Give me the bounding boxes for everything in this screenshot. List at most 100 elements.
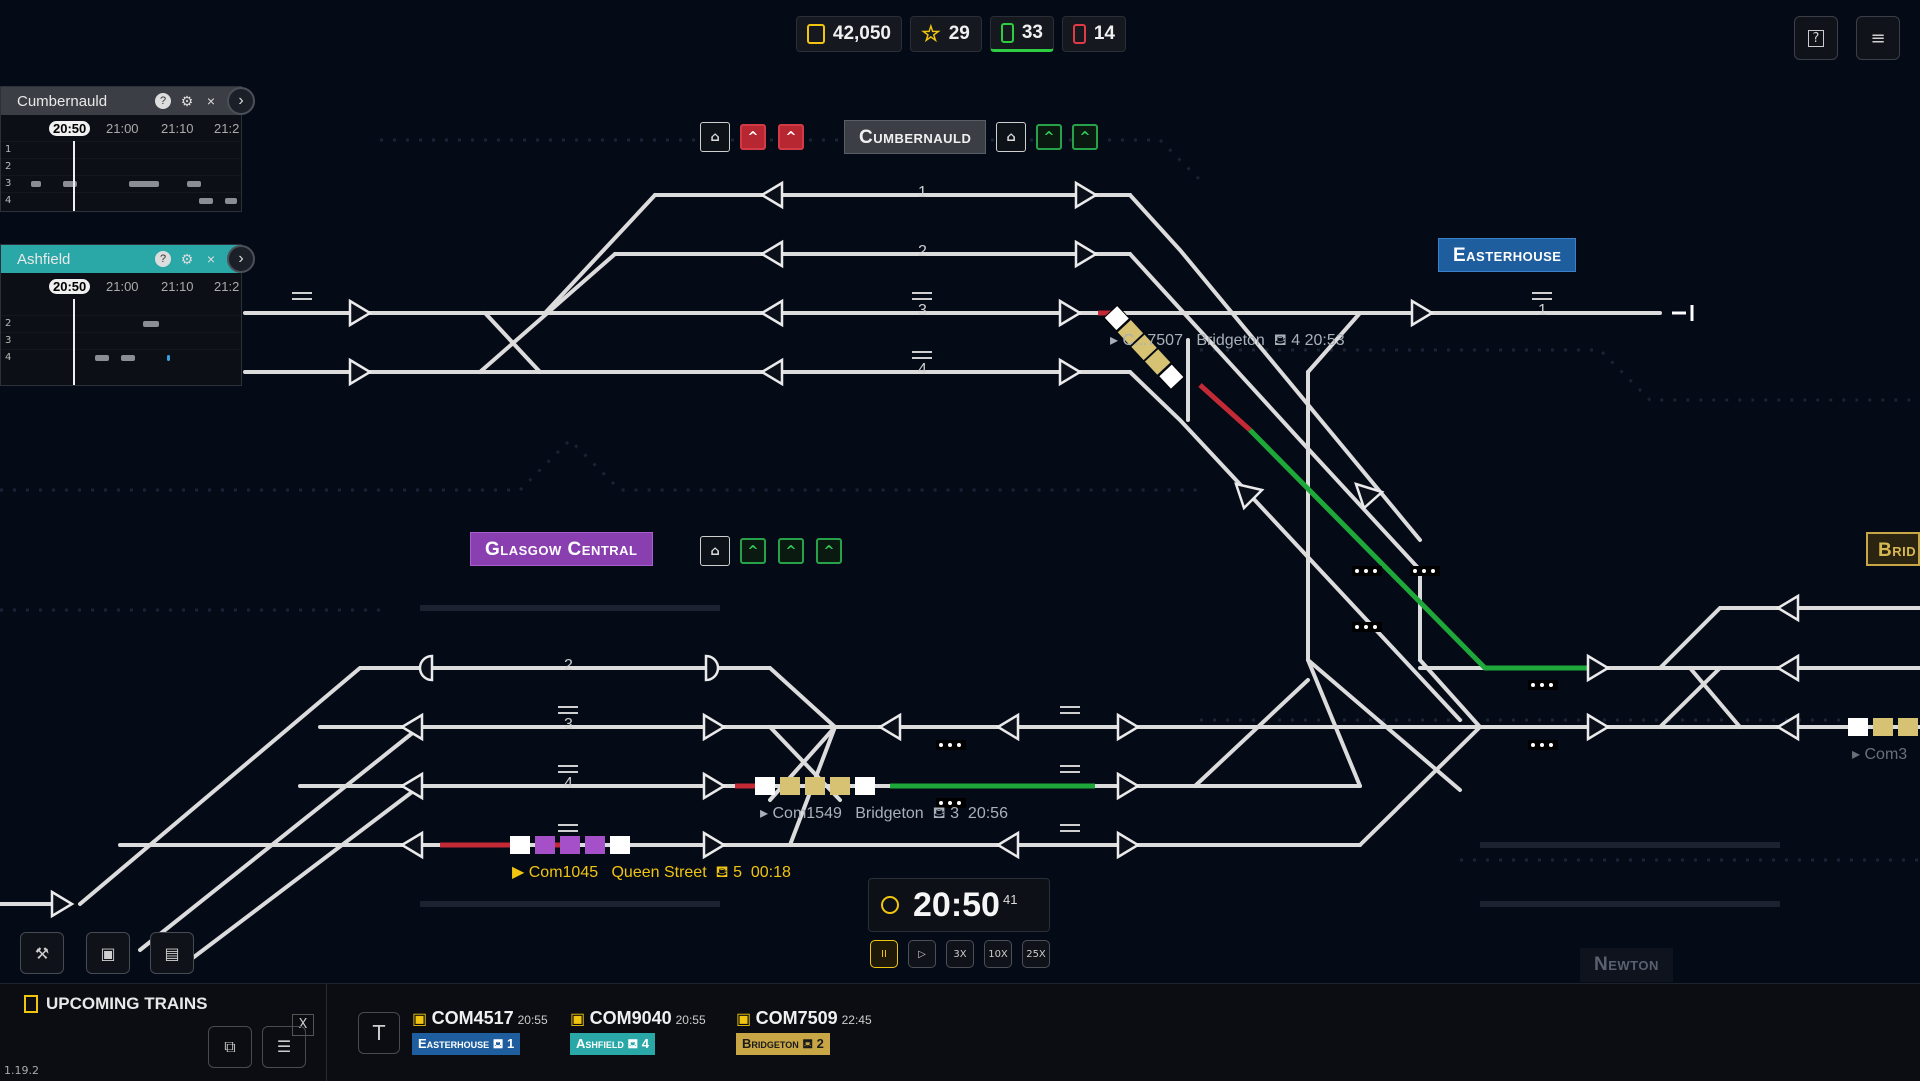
reserved-route [890,428,1590,789]
end-stop [1672,305,1694,321]
station-label-newton[interactable]: Newton [1580,948,1673,982]
timetable-times: 20:50 21:00 21:10 21:2 [1,115,241,141]
gear-icon[interactable]: ⚙ [180,93,194,109]
sliders-icon: ☰ [276,1037,292,1056]
platform-markers [292,292,1552,832]
route-up-button[interactable]: ^ [778,124,804,150]
route-up-button[interactable]: ^ [778,538,804,564]
train-com7507[interactable] [1103,304,1185,391]
divider [326,984,327,1081]
timetable-rows: 1 2 3 4 [1,141,241,209]
help-button[interactable]: ? [1794,16,1838,60]
gear-icon[interactable]: ⚙ [180,251,194,267]
help-icon[interactable]: ? [155,251,171,267]
route-up-button[interactable]: ^ [1072,124,1098,150]
platform-number: 3 [564,716,573,733]
depot-icon[interactable]: ⌂ [996,122,1026,152]
schedule-icon [24,995,38,1013]
filter-t-button[interactable]: T [358,1012,400,1054]
timetable-row: 2 [1,315,241,332]
worker-icon: ⚒ [34,943,50,963]
train-label-com1045[interactable]: ▶ Com1045 Queen Street ⛾ 5 00:18 [512,864,791,881]
train-icon: ▣ [570,1011,586,1028]
settings-sliders-button[interactable]: ☰ [262,1026,306,1068]
train-green-icon [1001,23,1014,43]
build-tool-button[interactable]: ⚒ [20,932,64,974]
train-label-com7507[interactable]: ▸ C...7507 Bridgeton ⛾ 4 20:53 [1110,332,1345,349]
train-com3[interactable] [1848,718,1918,736]
now-line [73,141,75,211]
help-icon[interactable]: ? [155,93,171,109]
station-label-cumbernauld[interactable]: Cumbernauld [844,120,987,154]
timetable-row: 4 [1,192,241,209]
route-up-button[interactable]: ^ [816,538,842,564]
notes-tool-button[interactable]: ▤ [150,932,194,974]
wallet-icon [807,24,825,44]
menu-button[interactable]: ≡ [1856,16,1900,60]
depot-icon[interactable]: ⌂ [700,536,730,566]
route-up-button[interactable]: ^ [1036,124,1062,150]
speed-25x-button[interactable]: 25X [1022,940,1050,968]
platform-number: 1 [1538,302,1547,319]
route-up-button[interactable]: ^ [740,538,766,564]
speed-3x-button[interactable]: 3X [946,940,974,968]
train-label-com1549[interactable]: ▸ Com1549 Bridgeton ⛾ 3 20:56 [760,805,1008,822]
timetable-row: 3 [1,175,241,192]
platform-number: 2 [564,657,573,674]
timetable-times: 20:50 21:00 21:10 21:2 [1,273,241,299]
train-icon: ▣ [736,1011,752,1028]
now-line [73,299,75,385]
dim-tracks [420,605,1780,907]
timetable-header: Cumbernauld ? ⚙ × › [1,87,255,115]
timetable-row: 2 [1,158,241,175]
platform-number: 4 [564,775,573,792]
timetable-row: 3 [1,332,241,349]
junction-dots [936,566,1558,808]
train-icon: ▣ [412,1011,428,1028]
main-tracks [0,193,1920,962]
chip-tool-button[interactable]: ▣ [86,932,130,974]
upcoming-trains-bar: Upcoming Trains X ⧉ ☰ T 1.19.2 [0,983,1920,1081]
expand-button[interactable]: › [227,87,255,115]
train-red-icon [1073,24,1086,44]
trains-late-counter: 14 [1062,16,1126,52]
train-stack-icon: ⧉ [224,1037,236,1056]
clock-icon [881,896,899,914]
train-filter-button[interactable]: ⧉ [208,1026,252,1068]
document-icon: ▤ [164,943,180,963]
depot-icon[interactable]: ⌂ [700,122,730,152]
platform-number: 2 [918,243,927,260]
play-button[interactable]: ▷ [908,940,936,968]
pause-button[interactable]: II [870,940,898,968]
game-clock: 20:50 41 [868,878,1050,932]
station-label-easterhouse[interactable]: Easterhouse [1438,238,1577,272]
close-icon[interactable]: × [206,93,216,109]
timetable-row: 1 [1,141,241,158]
platform-number: 3 [918,302,927,319]
version-label: 1.19.2 [4,1064,39,1077]
timetable-rows: 2 3 4 [1,315,241,366]
background-grid [0,138,1920,862]
timetable-cumbernauld[interactable]: Cumbernauld ? ⚙ × › 20:50 21:00 21:10 21… [0,86,255,212]
signals[interactable] [50,180,1800,919]
timetable-ashfield[interactable]: Ashfield ? ⚙ × › 20:50 21:00 21:10 21:2 … [0,244,255,386]
station-label-bridgeton[interactable]: Brid [1866,532,1920,566]
route-up-button[interactable]: ^ [740,124,766,150]
station-label-glasgow-central[interactable]: Glasgow Central [470,532,653,566]
speed-10x-button[interactable]: 10X [984,940,1012,968]
train-com1549[interactable] [755,777,875,795]
platform-number: 4 [918,361,927,378]
expand-button[interactable]: › [227,245,255,273]
train-label-com3[interactable]: ▸ Com3 [1852,746,1908,763]
close-icon[interactable]: × [206,251,216,267]
train-com1045[interactable] [510,836,630,854]
upcoming-trains-title: Upcoming Trains [24,994,208,1014]
chip-icon: ▣ [100,943,116,963]
help-icon: ? [1807,29,1825,47]
close-button[interactable]: X [292,1014,314,1036]
timetable-row: 4 [1,349,241,366]
